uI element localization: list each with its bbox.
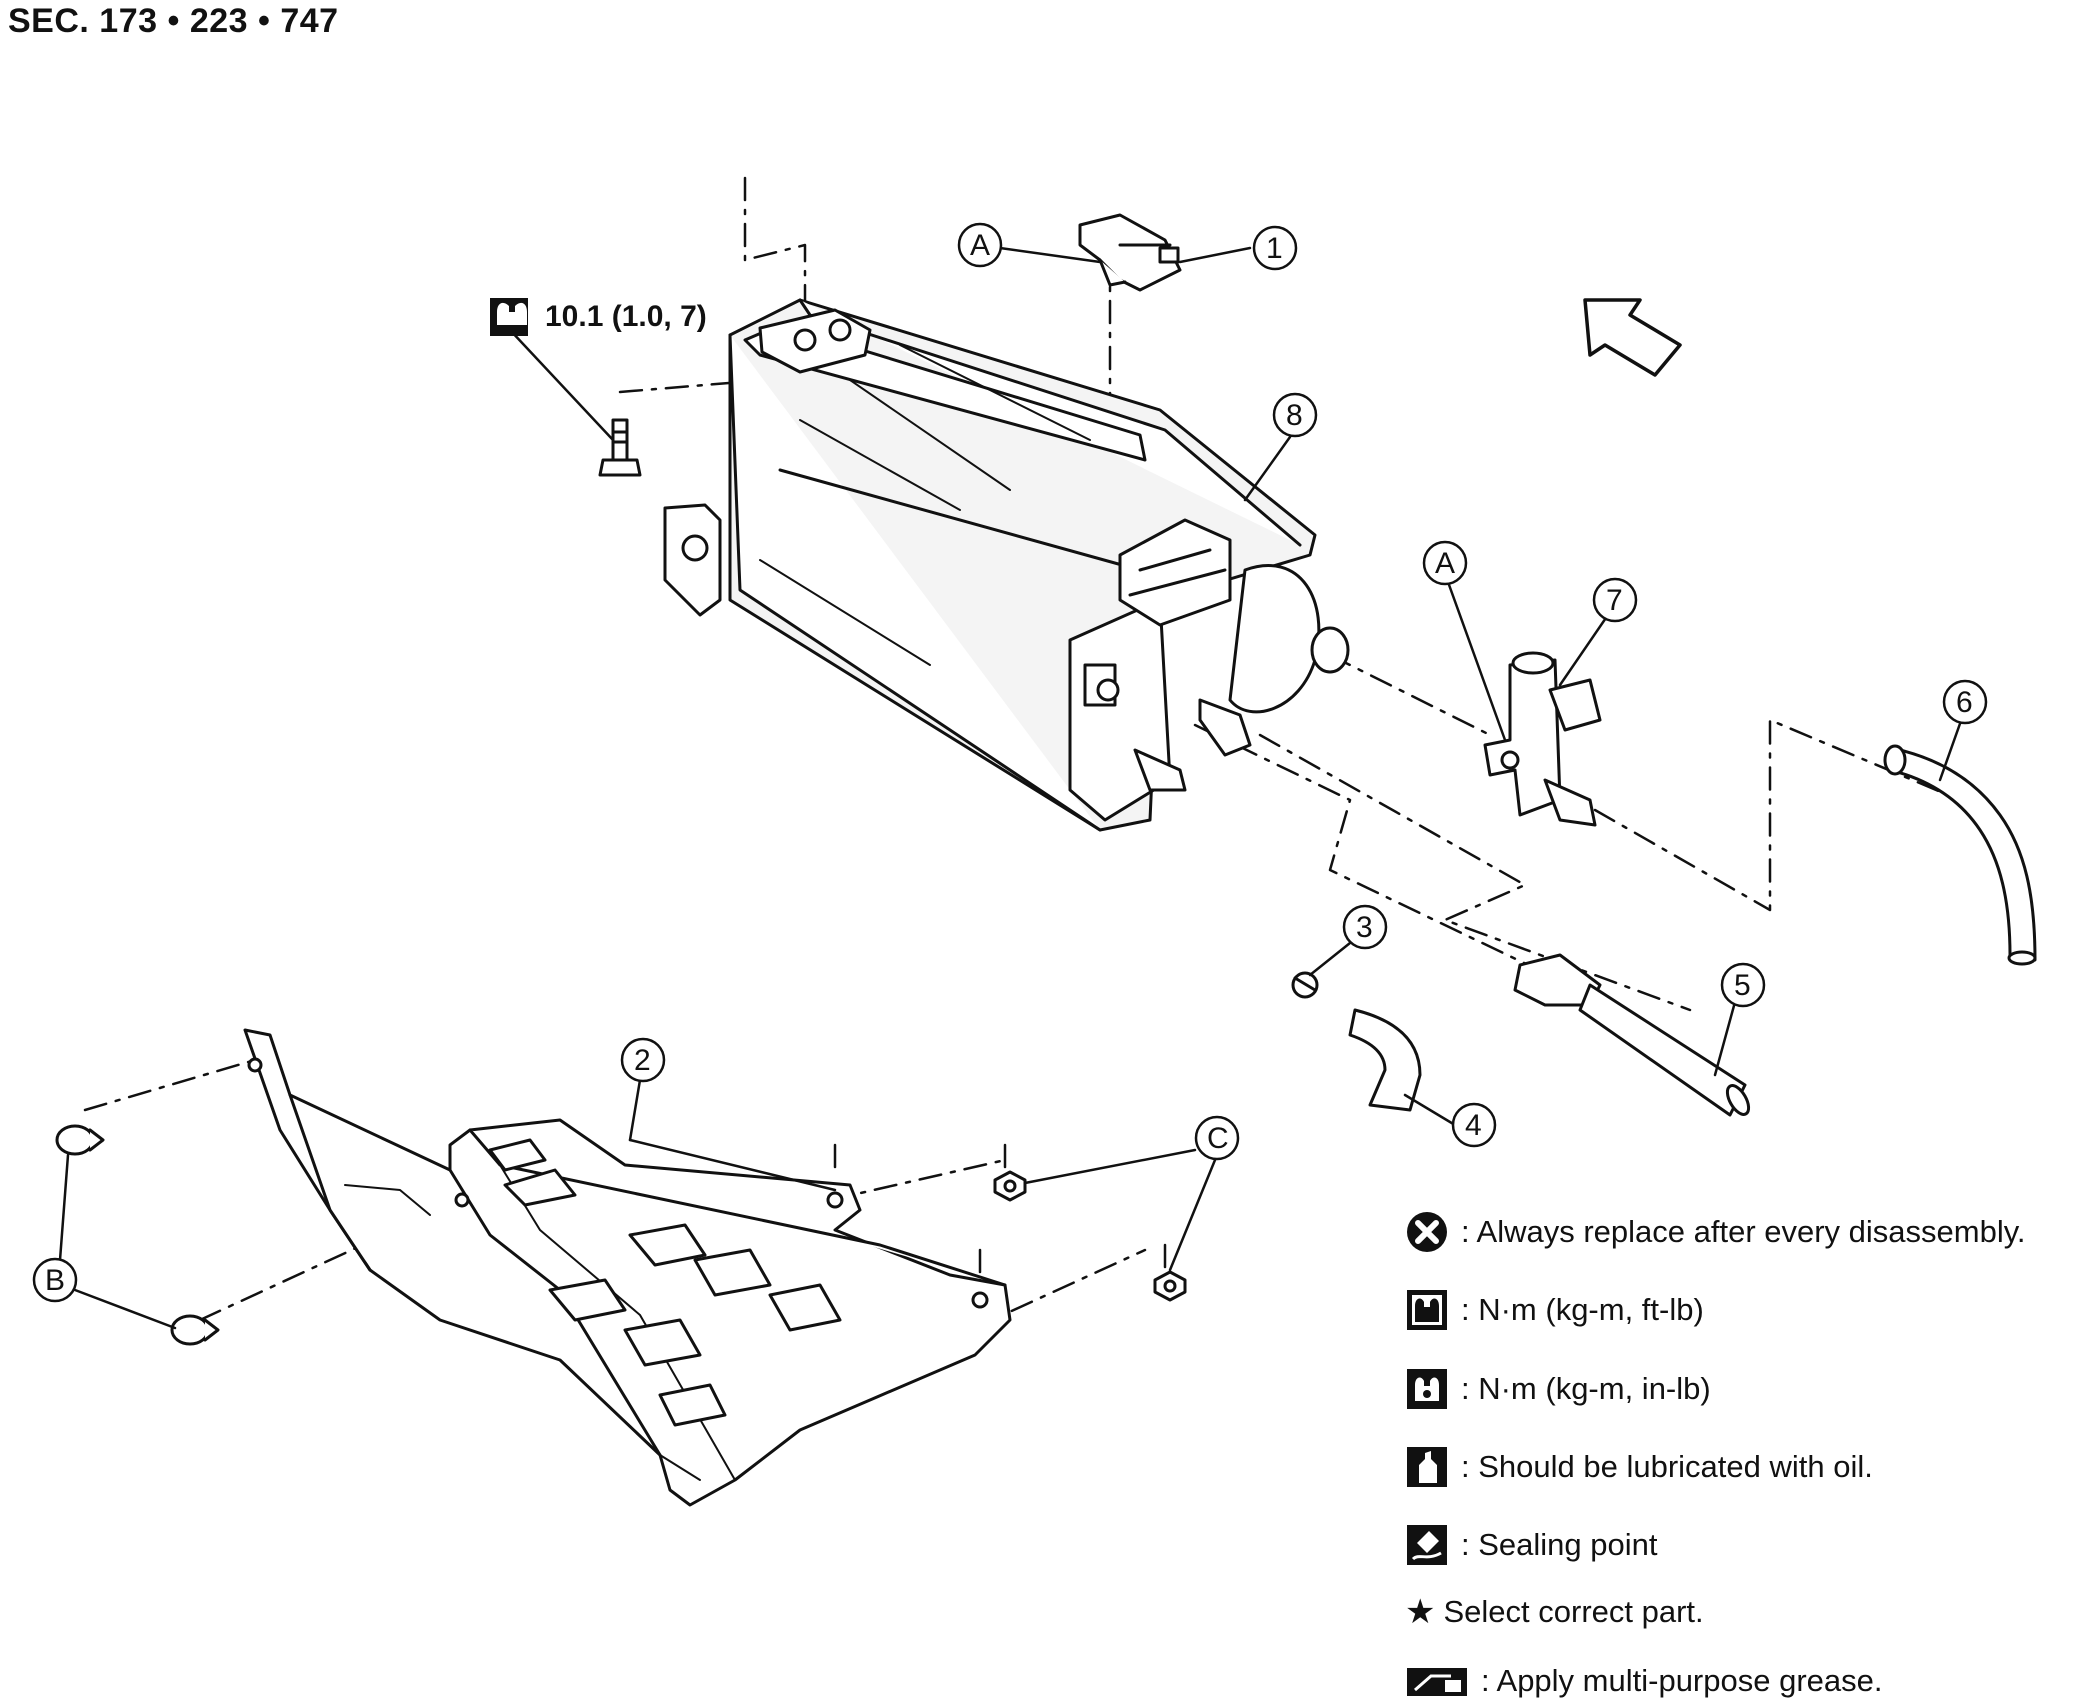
grease-icon: [1407, 1668, 1467, 1696]
replace-icon: [1407, 1212, 1447, 1252]
clip-b-lower: [170, 1314, 220, 1346]
evap-canister: [663, 298, 1350, 832]
callout-leaders: [58, 246, 1964, 1330]
hose-clamp: [1291, 971, 1319, 999]
front-arrow-icon: [1583, 298, 1682, 377]
callout-6: 6: [1956, 686, 1973, 719]
sensor-connector: [1078, 213, 1182, 292]
callout-b: B: [45, 1264, 66, 1297]
legend-torque-inlb-text: : N·m (kg-m, in-lb): [1461, 1371, 1711, 1406]
legend-sealing-text: : Sealing point: [1461, 1527, 1658, 1562]
callout-8: 8: [1286, 399, 1303, 432]
callout-a-top: A: [970, 229, 991, 262]
callout-2: 2: [634, 1044, 651, 1077]
nut-c-upper: [993, 1170, 1027, 1202]
vent-hose: [1883, 744, 2037, 966]
torque-wrench-filled-icon: [1407, 1369, 1447, 1409]
torque-wrench-icon: [1407, 1290, 1447, 1330]
legend-select: ★ Select correct part.: [1405, 1585, 1704, 1639]
legend-torque-ftlb: : N·m (kg-m, ft-lb): [1405, 1283, 1704, 1337]
heat-shield: [243, 1028, 1012, 1507]
callout-circles: [32, 222, 1988, 1303]
callout-3: 3: [1356, 911, 1373, 944]
legend-oil: : Should be lubricated with oil.: [1405, 1440, 1873, 1494]
oil-can-icon: [1407, 1447, 1447, 1487]
callout-c: C: [1207, 1122, 1229, 1155]
short-hose: [1348, 1008, 1422, 1112]
sealing-icon: [1407, 1525, 1447, 1565]
star-icon: ★: [1405, 1593, 1436, 1631]
purge-hose: [1513, 953, 1751, 1117]
callout-a-valve: A: [1435, 547, 1456, 580]
callout-5: 5: [1734, 969, 1751, 1002]
callout-1: 1: [1266, 232, 1283, 265]
vent-control-valve: [1483, 651, 1602, 827]
legend-grease: : Apply multi-purpose grease.: [1405, 1654, 1883, 1708]
bolt: [598, 418, 642, 477]
legend-oil-text: : Should be lubricated with oil.: [1461, 1449, 1873, 1484]
legend-replace-text: : Always replace after every disassembly…: [1461, 1214, 2026, 1249]
torque-spec-icon: [490, 298, 528, 336]
callout-4: 4: [1465, 1109, 1482, 1142]
legend-sealing: : Sealing point: [1405, 1518, 1657, 1572]
nut-c-lower: [1153, 1270, 1187, 1302]
section-title: SEC. 173 • 223 • 747: [8, 2, 339, 40]
legend-torque-inlb: : N·m (kg-m, in-lb): [1405, 1362, 1711, 1416]
clip-b-upper: [55, 1124, 105, 1156]
legend-select-text: Select correct part.: [1443, 1594, 1704, 1629]
torque-spec-value: 10.1 (1.0, 7): [545, 300, 707, 333]
callout-7: 7: [1606, 584, 1623, 617]
legend-grease-text: : Apply multi-purpose grease.: [1481, 1663, 1883, 1698]
legend-torque-ftlb-text: : N·m (kg-m, ft-lb): [1461, 1292, 1704, 1327]
legend-replace: : Always replace after every disassembly…: [1405, 1205, 2026, 1259]
